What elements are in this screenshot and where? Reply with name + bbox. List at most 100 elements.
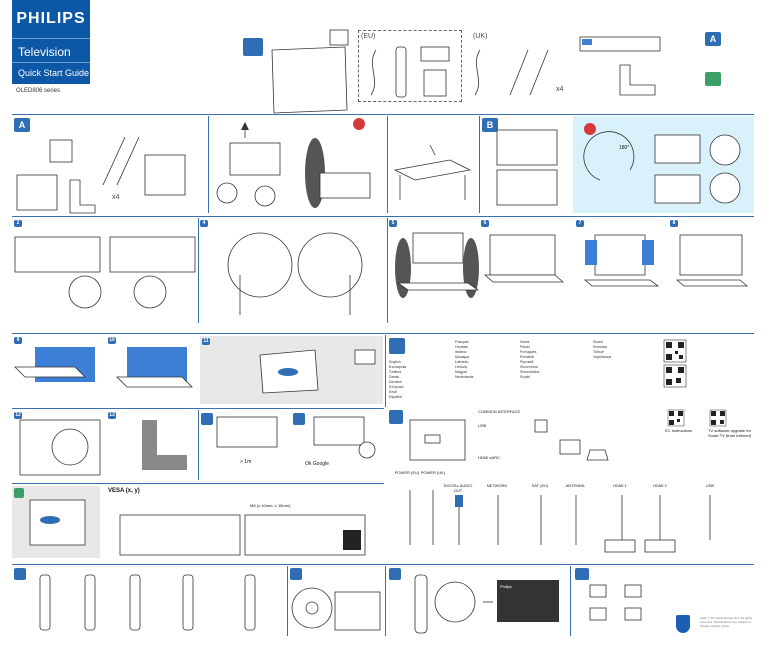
unbox-step bbox=[496, 129, 558, 206]
eu-accessory-box bbox=[358, 30, 462, 102]
stand-parts bbox=[16, 136, 186, 214]
series-label: OLED806 series bbox=[16, 88, 61, 94]
col-divider bbox=[198, 218, 199, 323]
badge-a-main: A bbox=[14, 118, 30, 132]
ec-instructions-label: EC Instructions bbox=[665, 428, 693, 433]
stand-up-tv-step bbox=[395, 232, 480, 298]
connected-devices-top bbox=[534, 419, 609, 461]
usb-label: USB bbox=[478, 423, 487, 428]
remote-battery-icon bbox=[14, 568, 26, 580]
qr-ec-instructions bbox=[667, 409, 685, 427]
language-item: Srpski bbox=[520, 375, 530, 379]
language-item: Eesti bbox=[389, 390, 397, 394]
language-item: Hrvatski bbox=[455, 345, 468, 349]
uk-accessories bbox=[474, 49, 549, 96]
language-item: Norsk bbox=[520, 340, 530, 344]
languages-icon bbox=[389, 338, 405, 354]
tv-screen-title: Philips bbox=[500, 584, 512, 589]
badge-step-11: 11 bbox=[202, 338, 210, 345]
language-item: Lietuvių bbox=[455, 365, 468, 369]
distance-label: > 1m bbox=[240, 459, 252, 465]
qr-code-manual bbox=[663, 339, 687, 363]
badge-step-b: B bbox=[482, 118, 498, 132]
language-item: Svenska bbox=[593, 345, 607, 349]
network-label: NETWORK bbox=[486, 483, 508, 488]
badge-a-top: A bbox=[705, 32, 721, 46]
warning-icon bbox=[353, 118, 365, 130]
language-item: Čeština bbox=[389, 370, 402, 374]
col-divider bbox=[287, 566, 288, 636]
brand-divider bbox=[12, 38, 90, 39]
brand-divider-2 bbox=[12, 62, 90, 63]
remove-cover-step bbox=[675, 234, 749, 287]
row-divider-6 bbox=[12, 564, 754, 565]
usb-port-label: USB bbox=[705, 483, 715, 488]
safety-warning-icon bbox=[575, 568, 589, 580]
badge-b-top bbox=[705, 72, 721, 86]
hdmi-earc-label: HDMI eARC bbox=[478, 455, 501, 460]
software-upgrade-label: TV software upgrade for Smart TV (from i… bbox=[708, 428, 752, 438]
settings-icon bbox=[290, 568, 302, 580]
col-divider bbox=[385, 335, 386, 407]
col-divider bbox=[198, 410, 199, 480]
language-item: Italiano bbox=[455, 350, 467, 354]
col-divider bbox=[387, 218, 388, 323]
vesa-title: VESA (x, y) bbox=[108, 488, 140, 494]
language-item: Ελληνικά bbox=[389, 385, 404, 389]
vesa-screw-spec: M6 (≥ 10mm, ≤ 15mm) bbox=[250, 503, 291, 508]
language-item: Português bbox=[520, 350, 537, 354]
footer-legal-note: 2021 © TP Vision Europe B.V. All rights … bbox=[700, 616, 753, 628]
rotation-angle: 180° bbox=[619, 145, 630, 151]
language-item: Slovenčina bbox=[520, 365, 538, 369]
badge-step-9: 9 bbox=[14, 337, 22, 344]
col-divider bbox=[479, 116, 480, 213]
language-item: Dansk bbox=[389, 375, 400, 379]
caution-icon bbox=[584, 123, 596, 135]
language-item: Français bbox=[455, 340, 469, 344]
row-divider-4 bbox=[12, 408, 384, 409]
region-eu: (EU) bbox=[361, 33, 376, 40]
language-item: Magyar bbox=[455, 370, 467, 374]
remove-packaging-step bbox=[483, 234, 565, 283]
wall-mount-illustration bbox=[29, 499, 86, 546]
badge-step-2: 2 bbox=[14, 220, 22, 227]
peel-film-step bbox=[14, 347, 95, 382]
vesa-diagrams bbox=[119, 514, 366, 556]
language-item: Български bbox=[389, 365, 407, 369]
remote-pairing-illustration bbox=[414, 574, 559, 634]
product-title: Television bbox=[18, 45, 71, 59]
language-list-4: Suomi Svenska Türkçe Українська bbox=[593, 340, 611, 360]
row-divider-3 bbox=[12, 333, 754, 334]
language-item: English bbox=[389, 360, 401, 364]
google-voice-text: Ok Google bbox=[305, 461, 329, 467]
badge-step-10: 10 bbox=[108, 337, 116, 344]
language-item: Українська bbox=[593, 355, 611, 359]
tv-on-stand bbox=[259, 349, 376, 394]
badge-step-12: 12 bbox=[14, 412, 22, 419]
row-divider-1 bbox=[12, 114, 754, 115]
screw-count-top: x4 bbox=[556, 86, 564, 93]
unbox-icon bbox=[243, 38, 263, 56]
remote-battery-steps bbox=[39, 574, 256, 631]
col-divider bbox=[208, 116, 209, 213]
badge-step-6: 6 bbox=[481, 220, 489, 227]
manual-and-stand bbox=[579, 36, 661, 96]
row-divider-5 bbox=[12, 483, 384, 484]
digital-audio-label: DIGITAL AUDIO OUT bbox=[443, 483, 473, 493]
power-on-icon bbox=[201, 413, 213, 425]
language-item: Polski bbox=[520, 345, 530, 349]
qr-code-support bbox=[663, 364, 687, 388]
hdmi2-label: HDMI 2 bbox=[653, 483, 667, 488]
joystick-illustration bbox=[291, 587, 381, 631]
language-item: Latviešu bbox=[455, 360, 469, 364]
language-item: Nederlands bbox=[455, 375, 474, 379]
power-uk-label: POWER (UK) bbox=[420, 470, 446, 475]
rotate-tv bbox=[583, 131, 741, 204]
tv-distance-illustration bbox=[216, 416, 278, 448]
remove-corners-step bbox=[583, 234, 660, 287]
language-item: Deutsch bbox=[389, 380, 403, 384]
badge-step-8: 8 bbox=[670, 220, 678, 227]
language-list-1: English Български Čeština Dansk Deutsch … bbox=[389, 360, 406, 400]
language-item: Español bbox=[389, 395, 402, 399]
badge-step-7: 7 bbox=[576, 220, 584, 227]
